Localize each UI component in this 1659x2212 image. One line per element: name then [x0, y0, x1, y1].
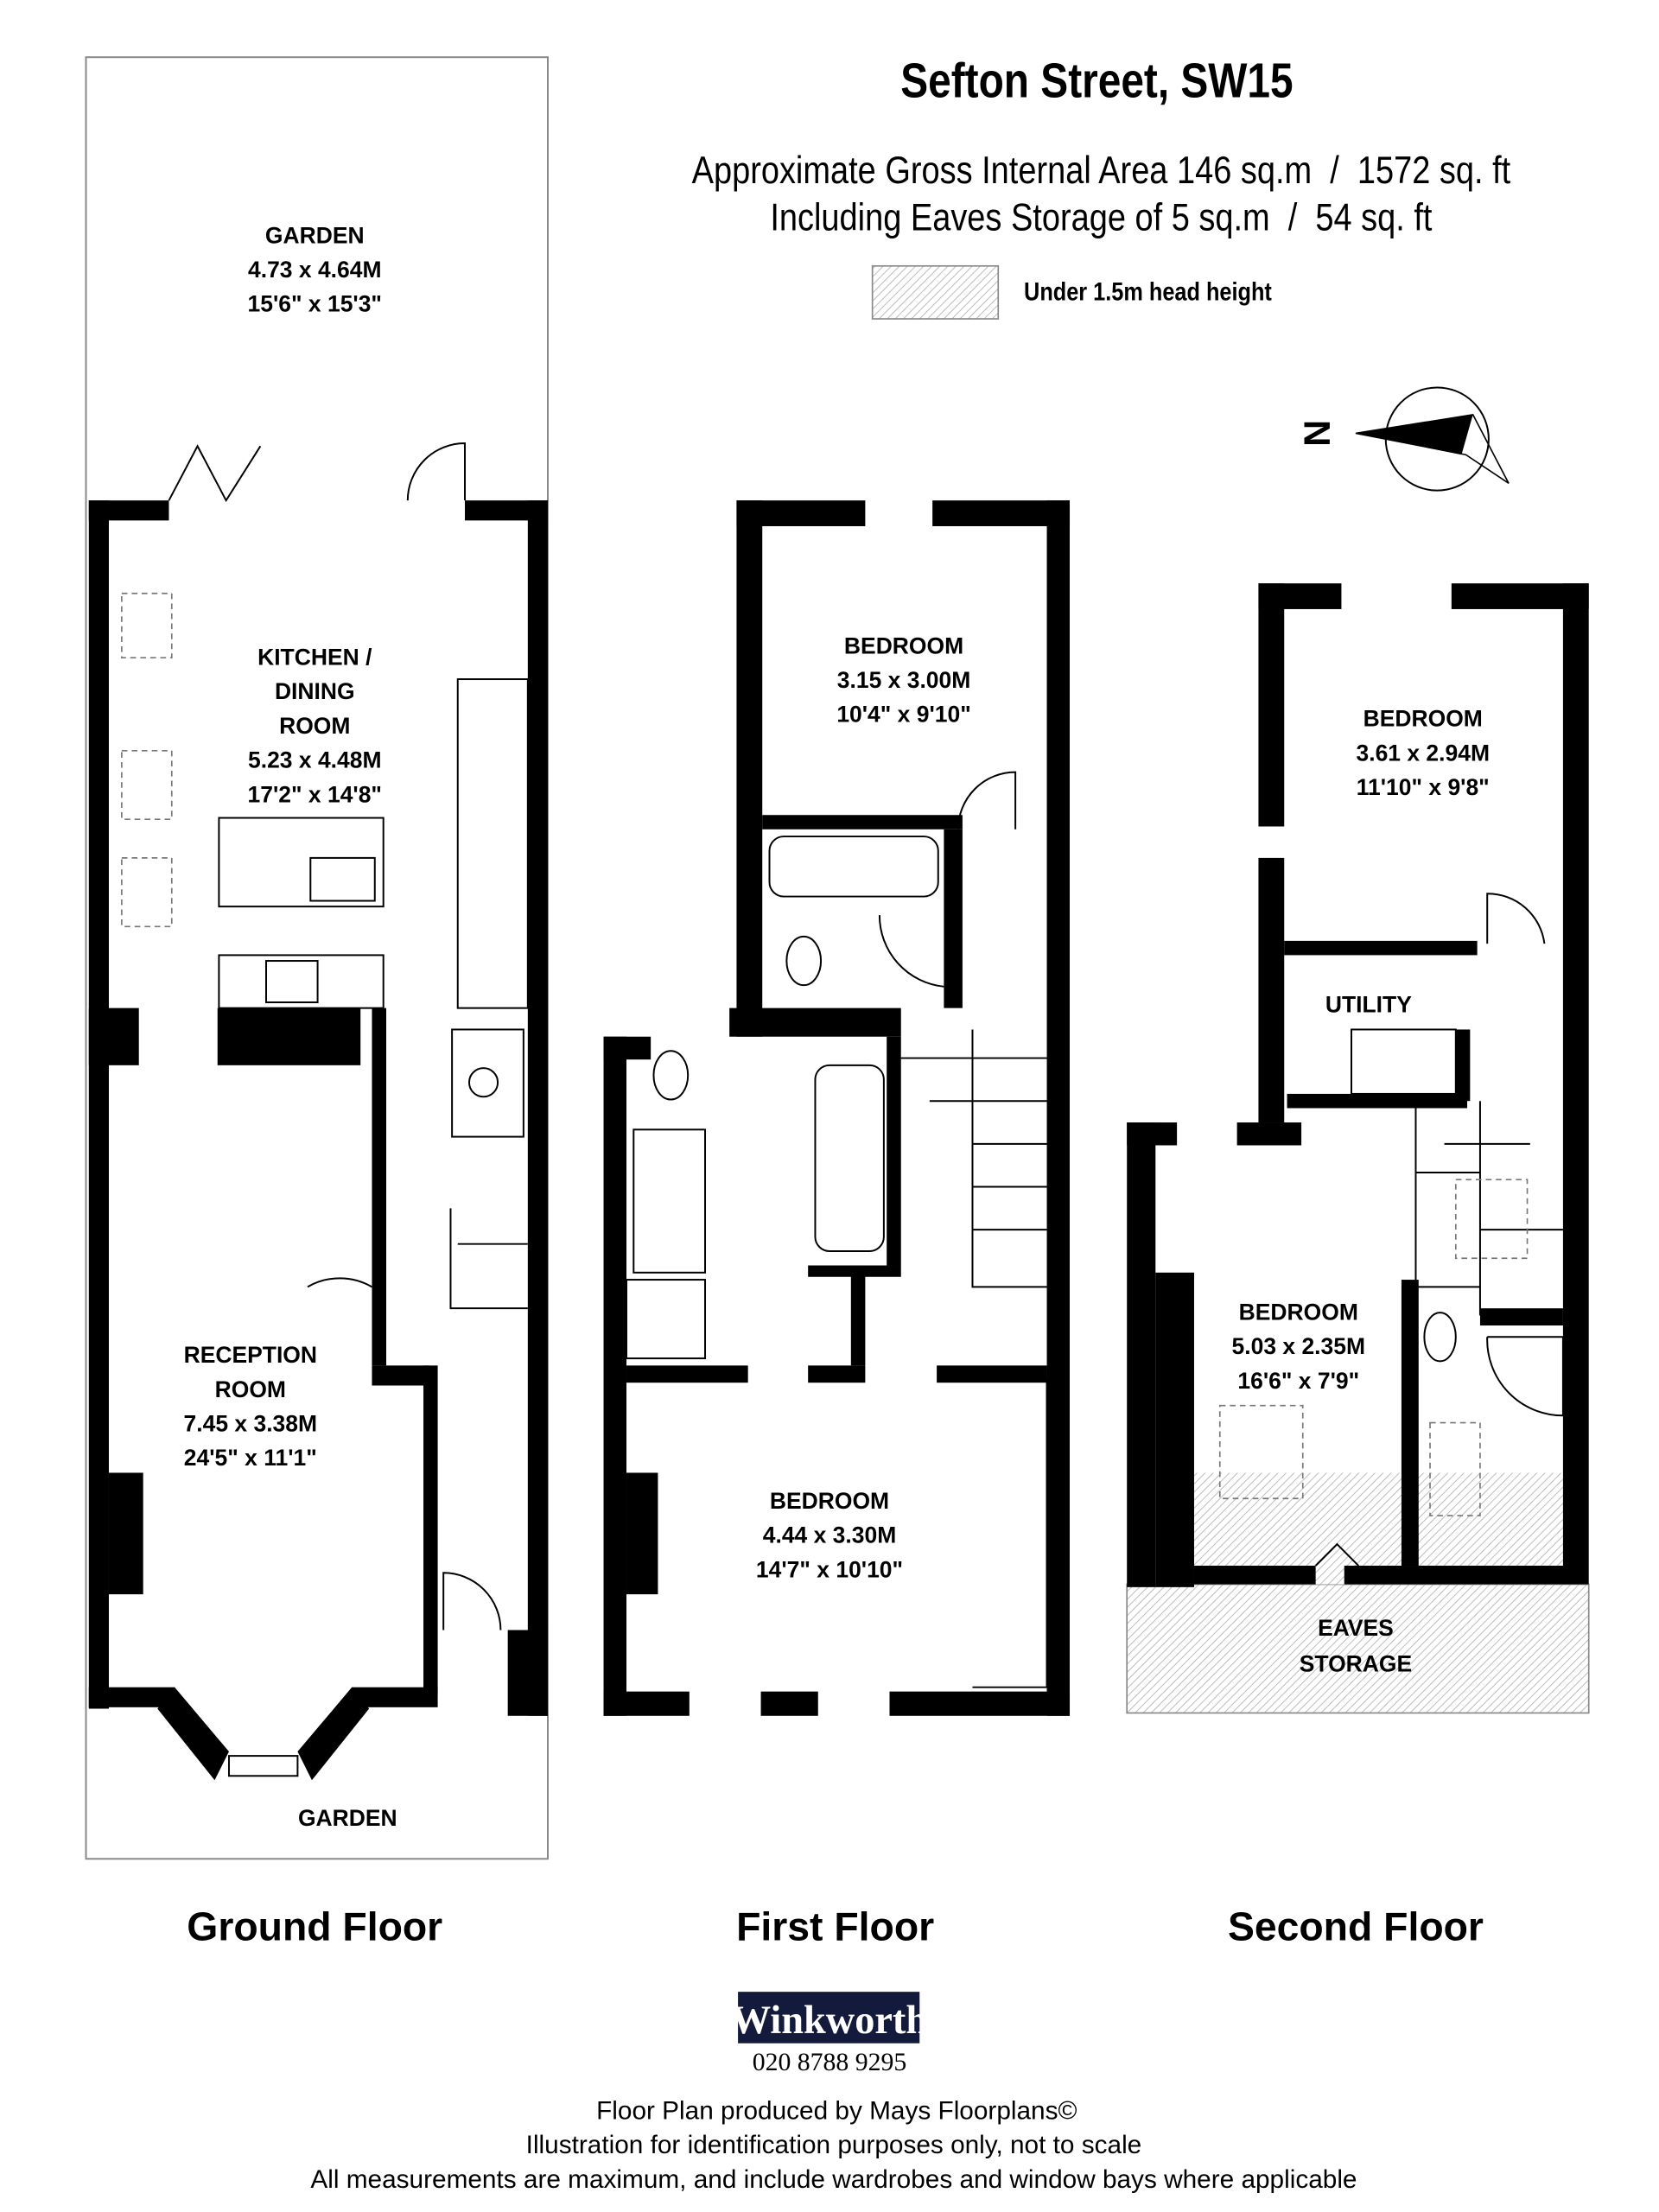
second-bedroom-1-imperial: 11'10" x 9'8": [1357, 774, 1490, 800]
second-floor-label: Second Floor: [1228, 1904, 1484, 1949]
kitchen-name-3: ROOM: [279, 713, 350, 739]
gross-area: Approximate Gross Internal Area 146 sq.m…: [692, 148, 1511, 192]
first-bedroom-2-imperial: 14'7" x 10'10": [756, 1556, 903, 1582]
first-bedroom-2-metric: 4.44 x 3.30M: [763, 1522, 897, 1548]
reception-imperial: 24'5" x 11'1": [184, 1445, 317, 1471]
hatch-legend-label: Under 1.5m head height: [1024, 277, 1272, 306]
kitchen-imperial: 17'2" x 14'8": [248, 781, 382, 807]
utility-name: UTILITY: [1325, 992, 1412, 1018]
first-bedroom-1-metric: 3.15 x 3.00M: [837, 667, 971, 693]
second-bedroom-1-name: BEDROOM: [1363, 706, 1483, 732]
winkworth-logo-text: Winkworth: [731, 1999, 929, 2043]
disclaimer-measurements: All measurements are maximum, and includ…: [310, 2165, 1357, 2194]
second-bedroom-2-imperial: 16'6" x 7'9": [1237, 1368, 1359, 1394]
compass-north-label: N: [1295, 420, 1337, 447]
first-floor-plan: BEDROOM 3.15 x 3.00M 10'4" x 9'10" BEDRO…: [603, 500, 1071, 1716]
second-bedroom-2-metric: 5.03 x 2.35M: [1232, 1333, 1366, 1359]
reception-name-2: ROOM: [215, 1376, 286, 1402]
second-floor-plan: BEDROOM 3.61 x 2.94M 11'10" x 9'8" UTILI…: [1126, 583, 1590, 1714]
garden-front-name: GARDEN: [298, 1805, 397, 1831]
garden-rear-name: GARDEN: [265, 222, 365, 248]
kitchen-name-1: KITCHEN /: [257, 644, 372, 670]
reception-metric: 7.45 x 3.38M: [184, 1410, 318, 1436]
first-bedroom-2-name: BEDROOM: [770, 1488, 889, 1514]
first-bedroom-1-name: BEDROOM: [844, 632, 963, 658]
ground-floor-plan: GARDEN 4.73 x 4.64M 15'6" x 15'3" KITCHE…: [85, 56, 549, 1860]
kitchen-metric: 5.23 x 4.48M: [248, 747, 382, 773]
reception-name-1: RECEPTION: [184, 1342, 317, 1368]
hatch-legend-swatch: [871, 264, 1000, 320]
second-bedroom-2-name: BEDROOM: [1239, 1299, 1358, 1325]
disclaimer-scale: Illustration for identification purposes…: [526, 2131, 1142, 2159]
second-bedroom-1-metric: 3.61 x 2.94M: [1356, 740, 1490, 766]
eaves-name-2: STORAGE: [1300, 1650, 1412, 1676]
garden-rear-metric: 4.73 x 4.64M: [248, 257, 382, 283]
eaves-area: Including Eaves Storage of 5 sq.m / 54 s…: [770, 194, 1433, 238]
agent-phone: 020 8788 9295: [753, 2048, 907, 2076]
kitchen-name-2: DINING: [275, 678, 355, 704]
ground-floor-label: Ground Floor: [187, 1904, 442, 1949]
first-floor-label: First Floor: [736, 1904, 934, 1949]
plan-title: Sefton Street, SW15: [900, 54, 1293, 108]
winkworth-logo: [738, 1992, 920, 2044]
first-bedroom-1-imperial: 10'4" x 9'10": [836, 702, 970, 728]
floorplan-credit: Floor Plan produced by Mays Floorplans©: [596, 2096, 1077, 2125]
eaves-name-1: EAVES: [1318, 1615, 1394, 1641]
garden-rear-imperial: 15'6" x 15'3": [248, 291, 382, 317]
compass-icon: N: [1295, 386, 1510, 492]
